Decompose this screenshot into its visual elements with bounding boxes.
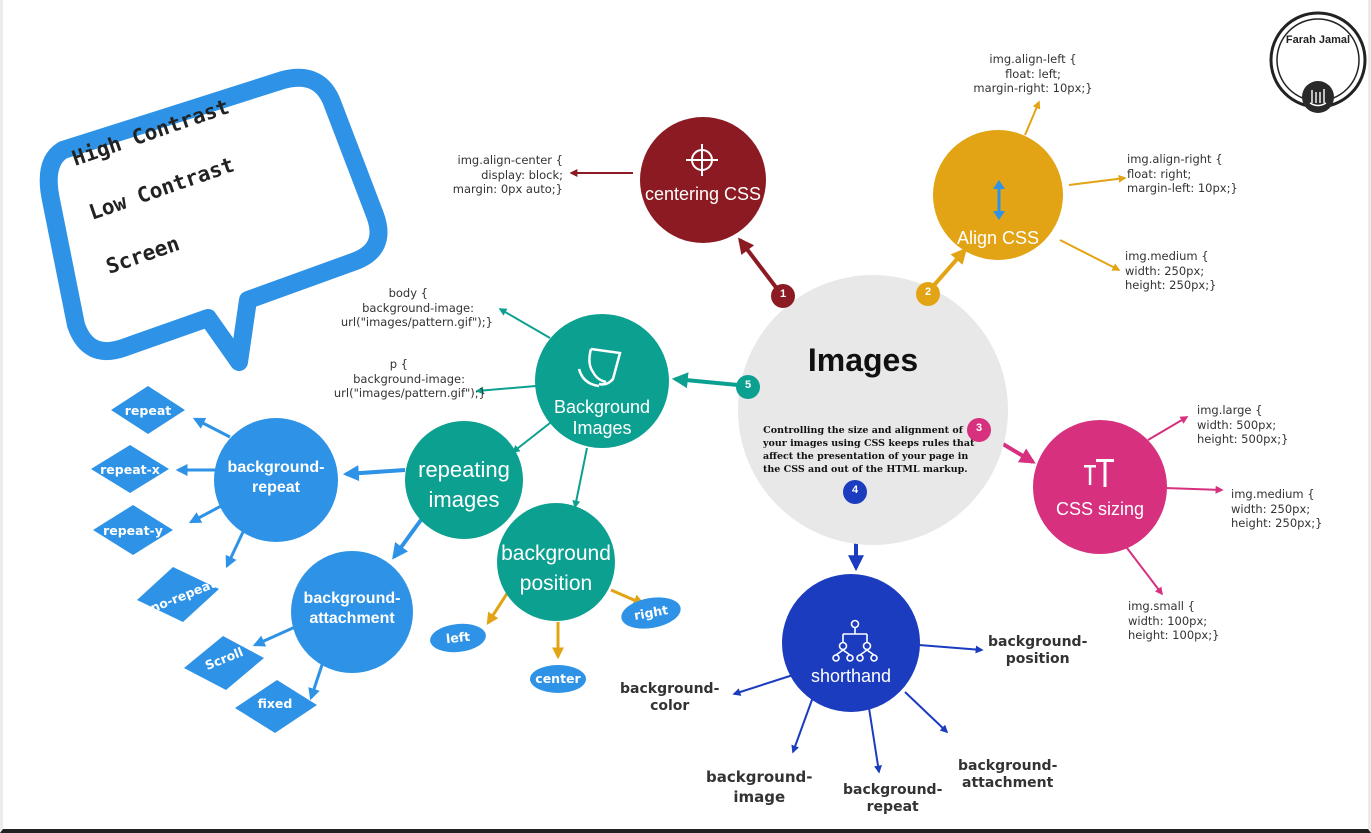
crosshair-icon	[686, 144, 718, 176]
size-medium-code: img.medium {width: 250px;height: 250px;}	[1231, 487, 1323, 530]
sizing-node[interactable]	[1033, 420, 1167, 554]
hand-icon	[1309, 89, 1327, 107]
arrow-align-right	[1068, 174, 1127, 186]
shorthand-repeat: background-repeat	[843, 782, 943, 815]
connector-layer	[39, 11, 1367, 774]
repeating-node[interactable]	[405, 421, 523, 539]
author-logo	[1269, 11, 1367, 113]
arrow-bg-body	[498, 308, 551, 339]
page-curl-icon	[577, 347, 622, 388]
diamond-repeat-y[interactable]	[93, 505, 173, 555]
ellipse-left[interactable]	[429, 621, 488, 655]
shorthand-title: shorthand	[810, 666, 892, 686]
centering-title: centering CSS	[644, 184, 762, 204]
vertical-arrows-icon	[993, 180, 1005, 220]
repeat-x-label: repeat-x	[100, 462, 160, 477]
marker-5	[736, 375, 760, 399]
ellipse-center[interactable]	[530, 665, 586, 693]
marker-1-label: 1	[779, 288, 787, 300]
shorthand-attachment: background-attachment	[958, 758, 1058, 791]
marker-4-label: 4	[851, 484, 859, 496]
shorthand-position: background-position	[988, 634, 1088, 667]
diamond-repeat-x[interactable]	[91, 445, 169, 493]
fixed-label: fixed	[257, 696, 293, 711]
arrow-sh-repeat	[868, 707, 882, 774]
arrow-bg-position	[572, 447, 588, 509]
arrow-a-scroll	[252, 625, 296, 647]
arrow-bg-p	[475, 385, 537, 395]
diamond-scroll[interactable]	[184, 636, 264, 690]
arrow-align-left	[1024, 100, 1041, 136]
position-node[interactable]	[497, 503, 615, 621]
arrow-bg-repeating	[511, 422, 551, 453]
size-large-code: img.large {width: 500px;height: 500px;}	[1197, 403, 1289, 446]
position-center: center	[535, 671, 581, 686]
connector-centering	[738, 237, 780, 292]
speech-bubble	[39, 68, 388, 371]
sizing-title: CSS sizing	[1055, 499, 1145, 519]
repeat-label: repeat	[124, 403, 172, 418]
align-title: Align CSS	[956, 228, 1040, 248]
repeat-y-label: repeat-y	[103, 523, 163, 538]
shorthand-color: background-color	[620, 681, 720, 714]
arrow-r-norepeat	[225, 531, 245, 569]
bg-body-code: body { background-image: url("images/pat…	[340, 286, 493, 329]
marker-3	[967, 418, 991, 442]
ellipse-right[interactable]	[619, 593, 683, 633]
center-description: Controlling the size and alignment of yo…	[763, 425, 975, 475]
bg-repeat-title: background-repeat	[227, 459, 325, 496]
arrow-sh-image	[791, 696, 814, 754]
centering-code: img.align-center {display: block;margin:…	[452, 153, 563, 196]
text-size-icon	[1084, 459, 1114, 487]
marker-4	[843, 480, 867, 504]
centering-node[interactable]	[640, 117, 766, 243]
diamond-fixed[interactable]	[235, 680, 317, 733]
arrow-align-medium	[1059, 239, 1121, 271]
shorthand-image: background-image	[706, 768, 813, 806]
arrow-pos-left	[486, 591, 510, 626]
arrow-a-fixed	[308, 661, 325, 701]
marker-5-label: 5	[744, 379, 752, 391]
arrow-rep-attach	[392, 511, 428, 560]
align-medium-code: img.medium {width: 250px;height: 250px;}	[1125, 249, 1217, 292]
connector-background	[671, 372, 739, 389]
bg-p-code: p { background-image: url("images/patter…	[333, 357, 486, 400]
arrow-r-repeat	[192, 417, 231, 439]
shorthand-node[interactable]	[782, 574, 920, 712]
diamond-no-repeat[interactable]	[137, 567, 219, 622]
arrow-size-medium	[1164, 485, 1224, 494]
marker-1	[771, 284, 795, 308]
marker-2	[916, 282, 940, 306]
bg-repeat-node[interactable]	[214, 418, 338, 542]
arrow-sh-position	[918, 644, 984, 654]
marker-2-label: 2	[924, 286, 932, 298]
diamond-repeat[interactable]	[111, 386, 185, 434]
align-right-code: img.align-right {float: right;margin-lef…	[1127, 152, 1238, 195]
bg-attachment-title: background-attachment	[303, 590, 401, 627]
center-title: Images	[807, 342, 919, 378]
author-name: Farah Jamal	[1285, 34, 1351, 46]
arrow-size-small	[1126, 547, 1163, 596]
center-node[interactable]	[738, 275, 1008, 545]
arrow-r-repeaty	[188, 503, 224, 524]
arrow-rep-bgrepeat	[342, 465, 406, 482]
marker-3-label: 3	[975, 422, 983, 434]
arrow-size-large	[1147, 416, 1189, 441]
bg-attachment-node[interactable]	[291, 551, 413, 673]
align-left-code: img.align-left {float: left;margin-right…	[973, 52, 1093, 95]
arrow-sh-color	[732, 674, 794, 696]
hierarchy-icon	[832, 619, 878, 662]
arrow-sh-attachment	[904, 691, 949, 734]
size-small-code: img.small {width: 100px;height: 100px;}	[1128, 599, 1220, 642]
